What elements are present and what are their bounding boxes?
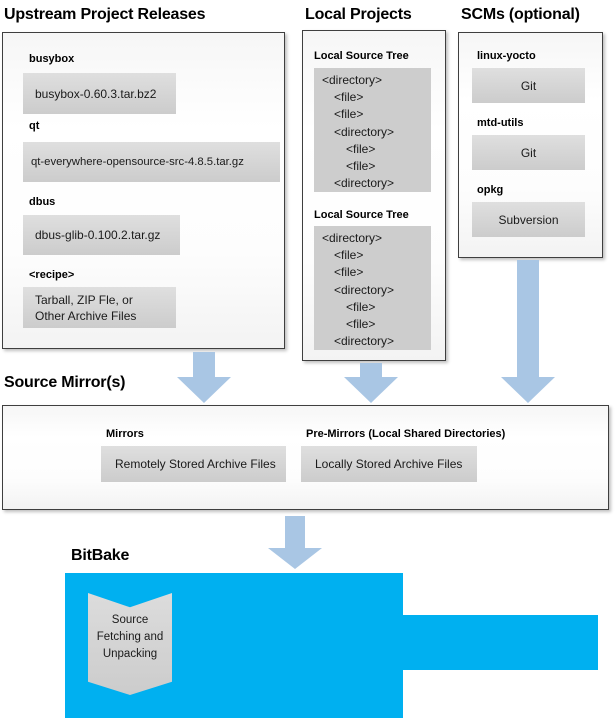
local-archives-text: Locally Stored Archive Files bbox=[315, 457, 463, 471]
step-text-line: Source bbox=[111, 614, 149, 626]
scm-project-label: linux-yocto bbox=[477, 50, 536, 62]
arrow-head bbox=[268, 548, 322, 569]
local-archives-box: Locally Stored Archive Files bbox=[301, 446, 477, 482]
arrow-head bbox=[177, 377, 231, 403]
tree-node: <directory> bbox=[334, 282, 395, 297]
package-label: busybox bbox=[29, 53, 75, 65]
tree-node: <file> bbox=[334, 107, 364, 122]
tree-node: <directory> bbox=[322, 231, 383, 245]
local-source-tree-label: Local Source Tree bbox=[314, 50, 409, 62]
upstream-releases-box: busybox busybox-0.60.3.tar.bz2 qt qt-eve… bbox=[2, 32, 285, 349]
tarball-box: dbus-glib-0.100.2.tar.gz bbox=[23, 215, 180, 255]
source-mirrors-box: Mirrors Remotely Stored Archive Files Pr… bbox=[2, 405, 609, 510]
tree-node: <file> bbox=[346, 317, 376, 332]
package-label: dbus bbox=[29, 196, 56, 208]
scm-project-label: opkg bbox=[477, 184, 504, 196]
tree-node: <directory> bbox=[334, 176, 395, 191]
tarball-name: dbus-glib-0.100.2.tar.gz bbox=[35, 228, 161, 242]
step-text-line: Fetching and bbox=[96, 631, 164, 643]
arrow-shaft bbox=[360, 363, 382, 377]
tarball-box: busybox-0.60.3.tar.bz2 bbox=[23, 73, 176, 114]
arrow-local-to-mirrors bbox=[344, 363, 398, 403]
tree-node: <directory> bbox=[334, 124, 395, 139]
scms-box: linux-yocto Git mtd-utils Git opkg Subve… bbox=[458, 32, 603, 258]
source-fetch-step: Source Fetching and Unpacking bbox=[88, 593, 172, 695]
tree-node: <file> bbox=[334, 248, 364, 263]
tree-node: <file> bbox=[334, 265, 364, 280]
tarball-name: qt-everywhere-opensource-src-4.8.5.tar.g… bbox=[31, 156, 244, 168]
tree-node: <file> bbox=[346, 141, 376, 156]
tarball-name: busybox-0.60.3.tar.bz2 bbox=[35, 86, 157, 101]
arrow-mirrors-to-bitbake bbox=[268, 516, 322, 569]
arrow-shaft bbox=[517, 260, 539, 377]
source-mirrors-title: Source Mirror(s) bbox=[4, 374, 126, 391]
tree-node: <file> bbox=[346, 299, 376, 314]
recipe-label: <recipe> bbox=[29, 269, 75, 281]
remote-archives-box: Remotely Stored Archive Files bbox=[101, 446, 286, 482]
arrow-shaft bbox=[285, 516, 305, 548]
arrow-scms-to-mirrors bbox=[501, 260, 555, 403]
tree-node: <file> bbox=[334, 90, 364, 105]
source-tree-listing: <directory> <file> <file> <directory> <f… bbox=[314, 68, 431, 192]
step-text-line: Unpacking bbox=[102, 648, 158, 660]
source-tree-listing: <directory> <file> <file> <directory> <f… bbox=[314, 226, 431, 350]
archive-files-line: Other Archive Files bbox=[35, 309, 137, 323]
tarball-box: qt-everywhere-opensource-src-4.8.5.tar.g… bbox=[23, 142, 280, 182]
tree-node: <directory> bbox=[322, 73, 383, 87]
package-label: qt bbox=[29, 120, 40, 132]
arrow-head bbox=[501, 377, 555, 403]
tree-node: <directory> bbox=[334, 334, 395, 349]
scm-type-box: Git bbox=[472, 68, 585, 103]
bitbake-title: BitBake bbox=[71, 547, 130, 564]
scms-title: SCMs (optional) bbox=[461, 6, 580, 23]
arrow-shaft bbox=[193, 352, 215, 377]
arrow-head bbox=[344, 377, 398, 403]
local-projects-title: Local Projects bbox=[305, 6, 412, 23]
local-projects-box: Local Source Tree <directory> <file> <fi… bbox=[302, 30, 446, 361]
source-fetch-step-text: Source Fetching and Unpacking bbox=[88, 612, 172, 663]
scm-type-box: Subversion bbox=[472, 202, 585, 237]
scm-type: Subversion bbox=[498, 212, 559, 227]
scm-project-label: mtd-utils bbox=[477, 117, 524, 129]
remote-archives-text: Remotely Stored Archive Files bbox=[115, 457, 276, 471]
upstream-title: Upstream Project Releases bbox=[4, 6, 206, 23]
bitbake-output-pipe bbox=[403, 615, 598, 670]
scm-type: Git bbox=[520, 78, 537, 93]
tree-node: <file> bbox=[346, 159, 376, 174]
arrow-upstream-to-mirrors bbox=[177, 352, 231, 403]
archive-files-box: Tarball, ZIP Fle, or Other Archive Files bbox=[23, 287, 176, 328]
pre-mirrors-label: Pre-Mirrors (Local Shared Directories) bbox=[306, 428, 506, 440]
mirrors-label: Mirrors bbox=[106, 428, 144, 440]
scm-type-box: Git bbox=[472, 135, 585, 170]
local-source-tree-label: Local Source Tree bbox=[314, 209, 409, 221]
archive-files-line: Tarball, ZIP Fle, or bbox=[35, 293, 133, 307]
scm-type: Git bbox=[520, 145, 537, 160]
